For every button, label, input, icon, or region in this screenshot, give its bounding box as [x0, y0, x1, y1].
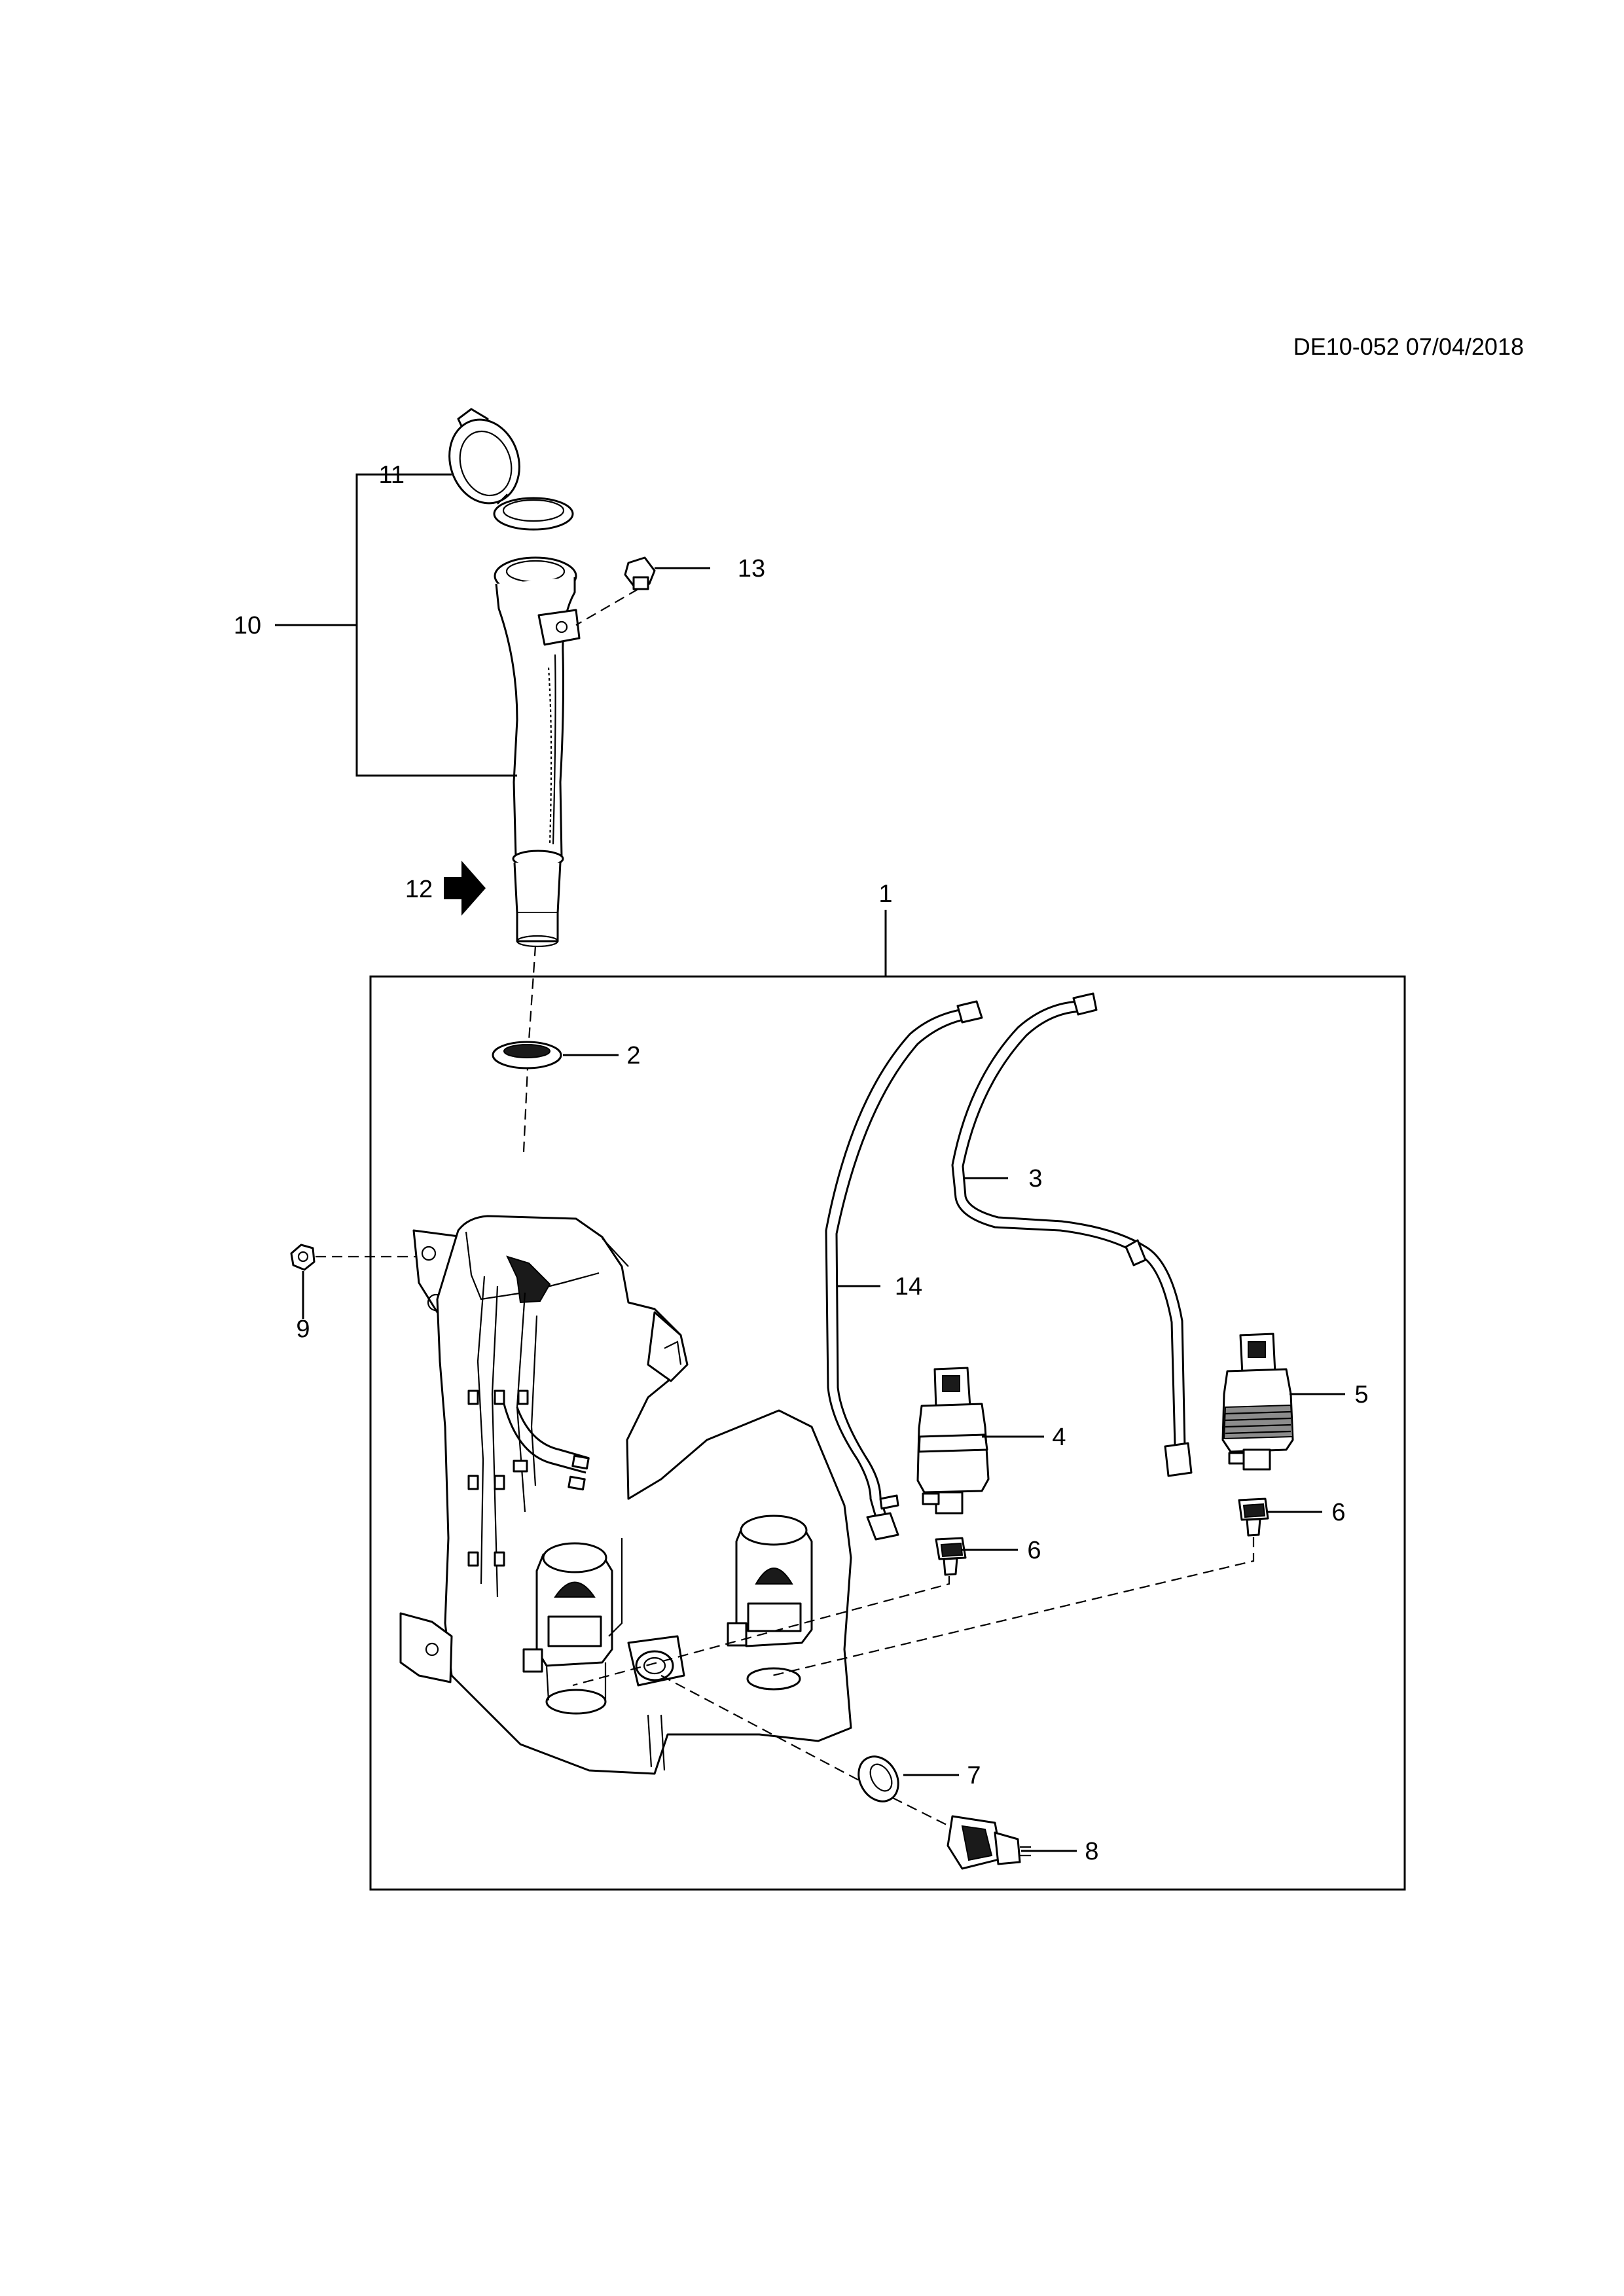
- callout-8: 8: [1085, 1838, 1098, 1865]
- callout-12: 12: [405, 876, 433, 903]
- callout-9: 9: [296, 1316, 310, 1343]
- pump-socket-left: [522, 1542, 613, 1715]
- check-valve-6b-part: [1238, 1498, 1322, 1537]
- washer-pump-4-part: [916, 1367, 1044, 1515]
- screw-part: [575, 556, 656, 626]
- callout-13: 13: [738, 555, 765, 583]
- right-arrow-icon: [444, 861, 486, 916]
- washer-reservoir-part: [399, 1215, 852, 1775]
- neck-alignment-line: [522, 945, 537, 1153]
- callout-6b: 6: [1331, 1499, 1345, 1526]
- callout-5: 5: [1354, 1381, 1368, 1408]
- callout-2: 2: [626, 1042, 640, 1069]
- callout-10-bracket: [355, 473, 517, 777]
- grommet-part: [492, 1041, 619, 1069]
- check-valve-6a-part: [935, 1537, 1018, 1576]
- seal-ring-part: [857, 1755, 959, 1803]
- level-sensor-port: [627, 1635, 685, 1687]
- washer-hose-3-part: [951, 992, 1193, 1477]
- callout-1: 1: [878, 880, 892, 908]
- pump-5-alignment-line: [772, 1537, 1255, 1677]
- reservoir-kit-frame: [369, 975, 1406, 1891]
- filler-cap-part: [448, 408, 574, 531]
- washer-pump-5-part: [1221, 1333, 1345, 1471]
- washer-hose-14-part: [825, 1000, 983, 1541]
- nut-part: [290, 1244, 419, 1319]
- callout-6a: 6: [1027, 1537, 1041, 1564]
- callout-14: 14: [895, 1273, 922, 1300]
- callout-3: 3: [1028, 1165, 1042, 1193]
- document-reference: DE10-052 07/04/2018: [1293, 333, 1524, 360]
- pump-4-alignment-line: [572, 1576, 950, 1687]
- callout-10: 10: [234, 612, 261, 639]
- filler-neck-assembly: [448, 408, 656, 948]
- callout-7: 7: [967, 1762, 981, 1789]
- callout-4: 4: [1052, 1424, 1066, 1451]
- filler-neck-tube-part: [494, 556, 581, 948]
- callout-11: 11: [379, 461, 405, 489]
- level-sensor-part: [947, 1815, 1077, 1870]
